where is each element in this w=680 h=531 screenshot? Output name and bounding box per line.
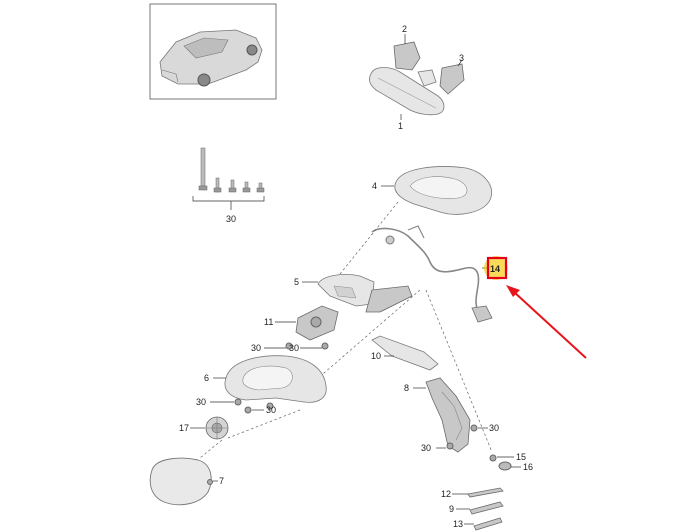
- callout-16: 16: [523, 462, 533, 472]
- part-4-mirror-cap: [394, 166, 492, 215]
- callout-1: 1: [398, 121, 403, 131]
- callout-7: 7: [219, 476, 224, 486]
- callout-14: 14: [490, 264, 500, 274]
- screw-pair-lower: [446, 424, 478, 450]
- callout-30-c: 30: [196, 397, 206, 407]
- vehicle-thumbnail: [149, 3, 277, 100]
- callout-30-f: 30: [421, 443, 431, 453]
- red-pointer-arrow: [506, 285, 587, 359]
- callout-30-e: 30: [489, 423, 499, 433]
- part-8-mirror-base: [425, 377, 471, 453]
- callout-30-screws: 30: [226, 214, 236, 224]
- part-9-rod: [469, 501, 504, 515]
- part-10-trim: [371, 335, 439, 371]
- part-14-wiring-harness: [371, 225, 493, 323]
- part-12-rod: [467, 487, 504, 498]
- highlight-part-14: 14: [484, 256, 508, 280]
- part-11-adjuster: [295, 305, 339, 341]
- part-13-rod: [473, 517, 503, 531]
- callout-15: 15: [516, 452, 526, 462]
- callout-4: 4: [372, 181, 377, 191]
- callout-10: 10: [371, 351, 381, 361]
- callout-5: 5: [294, 277, 299, 287]
- callout-17: 17: [179, 423, 189, 433]
- callout-30-b: 30: [289, 343, 299, 353]
- part-6-housing: [224, 355, 327, 403]
- callout-11: 11: [264, 317, 273, 327]
- part-5-frame: [317, 274, 413, 313]
- callout-9: 9: [449, 504, 454, 514]
- screw-pair-upper: [285, 342, 329, 350]
- callout-12: 12: [441, 489, 451, 499]
- callout-30-d: 30: [266, 405, 276, 415]
- callout-3: 3: [459, 53, 464, 63]
- callout-13: 13: [453, 519, 463, 529]
- screw-pair-middle: [234, 398, 274, 414]
- callout-2: 2: [402, 24, 407, 34]
- part-17-motor: [205, 416, 229, 440]
- callout-8: 8: [404, 383, 409, 393]
- part-15-clip: [489, 454, 497, 462]
- callout-30-a: 30: [251, 343, 261, 353]
- part-1-mirror-glass-housing: [368, 67, 445, 116]
- callout-6: 6: [204, 373, 209, 383]
- part-7-mirror-glass: [149, 457, 213, 506]
- part-16-grommet: [498, 461, 512, 471]
- car-icon: [159, 29, 263, 87]
- screw-set: [198, 147, 265, 193]
- part-3-cover: [417, 63, 465, 95]
- part-2-mirror-base: [393, 41, 421, 71]
